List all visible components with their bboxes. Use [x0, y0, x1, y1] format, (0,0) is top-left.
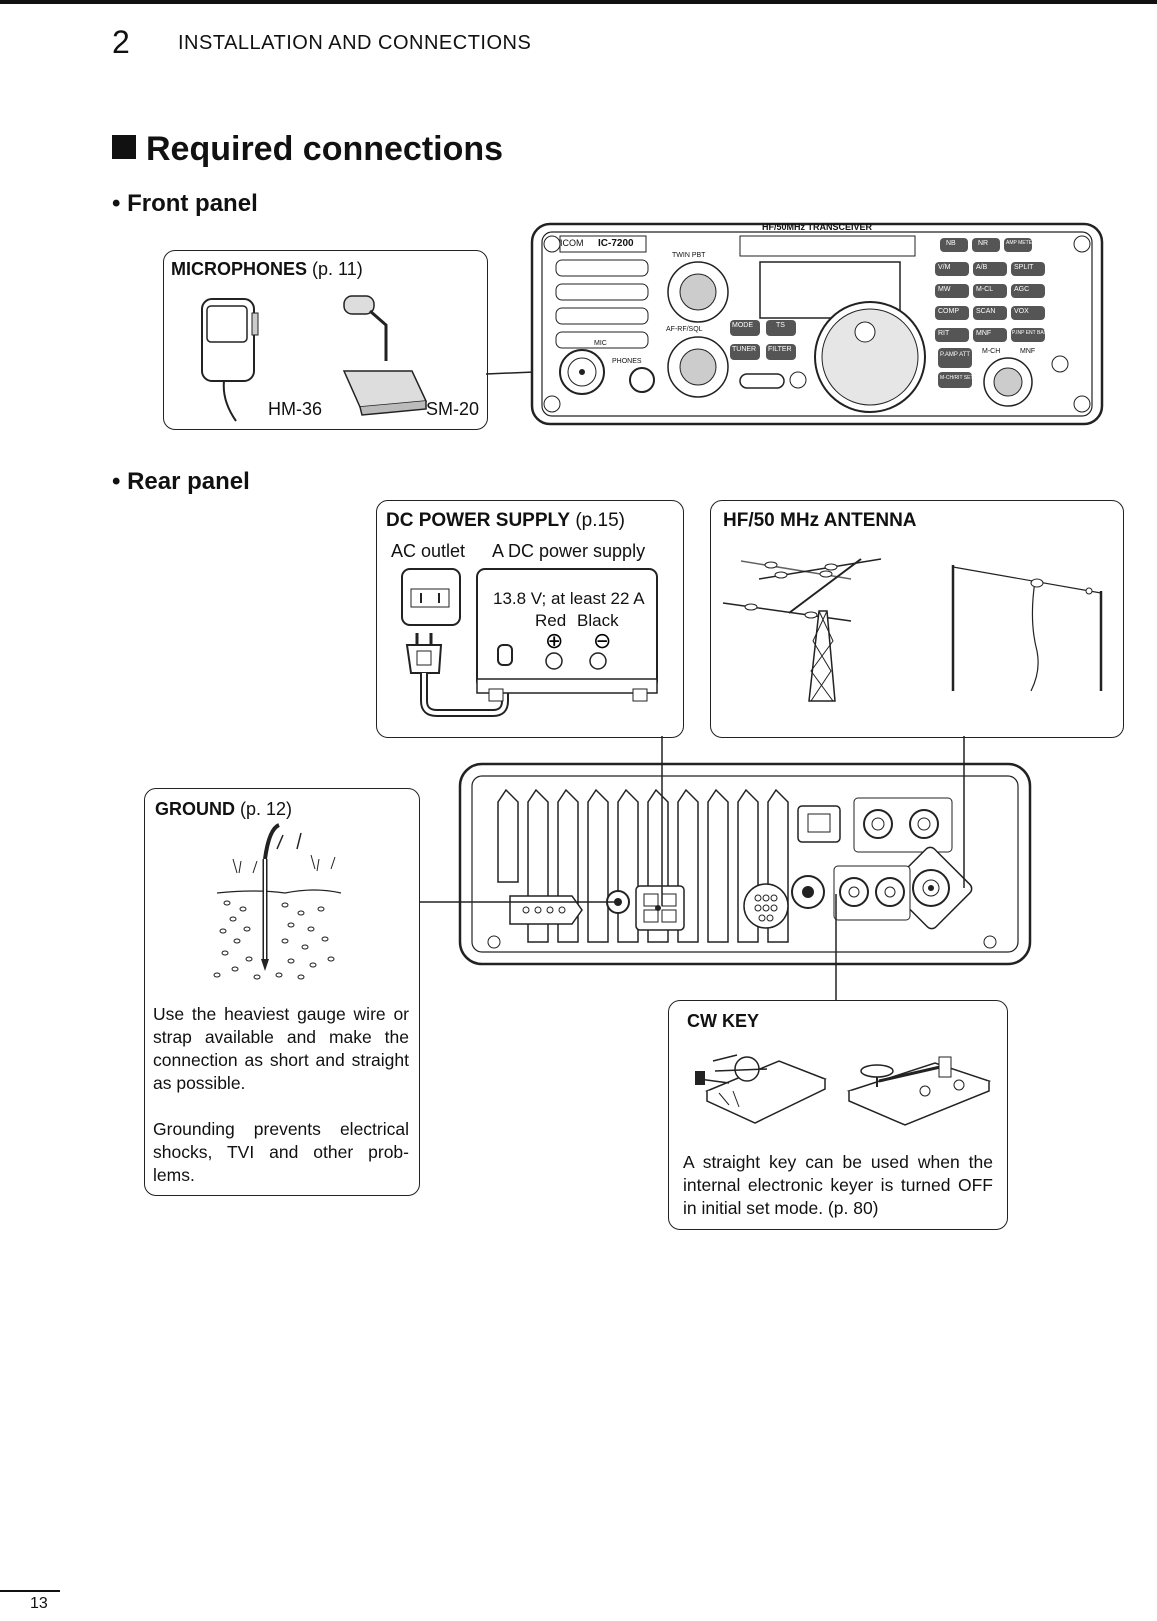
ab-button: A/B [976, 264, 988, 271]
dc-supply-label: A DC power supply [492, 541, 646, 561]
ground-paragraph-2: Grounding prevents electrical shocks, TV… [153, 1119, 409, 1185]
microphones-illustration [201, 295, 428, 422]
pinp-button: P.INP ENT BAND [1012, 330, 1051, 336]
pamp-button: P.AMP ATT [940, 352, 971, 358]
front-panel-heading: • Front panel [112, 190, 258, 217]
filter-button: FILTER [768, 346, 792, 353]
mnf-button: MNF [976, 330, 992, 337]
mcl-button: M-CL [976, 286, 994, 293]
svg-text:⊖: ⊖ [593, 628, 611, 653]
front-panel-radio: IC-7200 ICOM HF/50MHz TRANSCEIVER TWIN P… [530, 222, 1105, 427]
ground-title: GROUND (p. 12) [155, 799, 293, 819]
rear-panel-radio [458, 762, 1033, 972]
nr-button: NR [978, 240, 989, 247]
rear-panel-drawing [458, 762, 1032, 966]
mw-button: MW [938, 286, 951, 293]
mic-jack-label: MIC [594, 340, 607, 347]
ground-text: Use the heaviest gauge wire or strap ava… [153, 1003, 409, 1210]
rear-panel-heading: • Rear panel [112, 468, 250, 495]
radio-model-label: IC-7200 [598, 238, 634, 249]
rit-button: RIT [938, 330, 950, 337]
dc-power-illustration: ⊕ ⊖ [401, 568, 658, 717]
mnf-knob-label: MNF [1020, 348, 1036, 355]
section-title: Required connections [112, 130, 503, 169]
cw-key-title: CW KEY [687, 1011, 759, 1031]
black-label: Black [577, 611, 619, 630]
ac-outlet-label: AC outlet [391, 541, 466, 561]
antenna-illustration [722, 558, 1103, 702]
microphones-box: MICROPHONES (p. 11) HM-36 SM-20 [163, 250, 488, 430]
cw-key-illustration [695, 1054, 992, 1126]
agc-button: AGC [1014, 286, 1030, 293]
ground-paragraph-1: Use the heaviest gauge wire or strap ava… [153, 1004, 409, 1093]
tuner-button: TUNER [732, 346, 757, 353]
front-panel-drawing [530, 222, 1104, 426]
scan-button: SCAN [976, 308, 996, 315]
red-label: Red [535, 611, 567, 630]
phones-jack-label: PHONES [612, 358, 642, 365]
voltage-label: 13.8 V; at least 22 A [493, 589, 645, 608]
antenna-box: HF/50 MHz ANTENNA [710, 500, 1124, 738]
section-title-text: Required connections [146, 130, 504, 168]
microphones-title: MICROPHONES (p. 11) [171, 259, 363, 279]
chapter-number: 2 [112, 24, 130, 60]
svg-text:⊕: ⊕ [545, 628, 563, 653]
cw-key-box: CW KEY A straight key can be used when t… [668, 1000, 1008, 1230]
dc-power-box: DC POWER SUPPLY (p.15) AC outlet A DC po… [376, 500, 684, 738]
page-number: 13 [30, 1595, 48, 1612]
mch-label: M-CH [982, 348, 1001, 355]
split-button: SPLIT [1014, 264, 1034, 271]
vox-button: VOX [1014, 308, 1029, 315]
radio-brand-label: ICOM [560, 238, 584, 248]
mic-sm20-label: SM-20 [426, 399, 480, 419]
top-rule [0, 0, 1157, 4]
amp-meter-button: AMP METER [1006, 240, 1036, 246]
dc-power-title: DC POWER SUPPLY (p.15) [386, 510, 625, 531]
cw-key-text: A straight key can be used when the inte… [683, 1152, 993, 1218]
nb-button: NB [946, 240, 956, 247]
af-rf-label: AF-RF/SQL [666, 326, 703, 333]
radio-transceiver-label: HF/50MHz TRANSCEIVER [762, 222, 873, 232]
ground-illustration [213, 823, 342, 980]
ground-box: GROUND (p. 12) Use the heaviest gauge wi… [144, 788, 420, 1196]
mode-button: MODE [732, 322, 753, 329]
mchset-button: M-CH/RIT SET [940, 375, 974, 381]
vm-button: V/M [938, 264, 951, 271]
chapter-title: INSTALLATION AND CONNECTIONS [178, 32, 532, 54]
page-number-rule [0, 1590, 60, 1592]
mic-hm36-label: HM-36 [268, 399, 323, 419]
antenna-title: HF/50 MHz ANTENNA [723, 510, 917, 531]
square-bullet-icon [112, 135, 136, 159]
comp-button: COMP [938, 308, 959, 315]
twin-pbt-label: TWIN PBT [672, 252, 706, 259]
ts-button: TS [776, 322, 785, 329]
